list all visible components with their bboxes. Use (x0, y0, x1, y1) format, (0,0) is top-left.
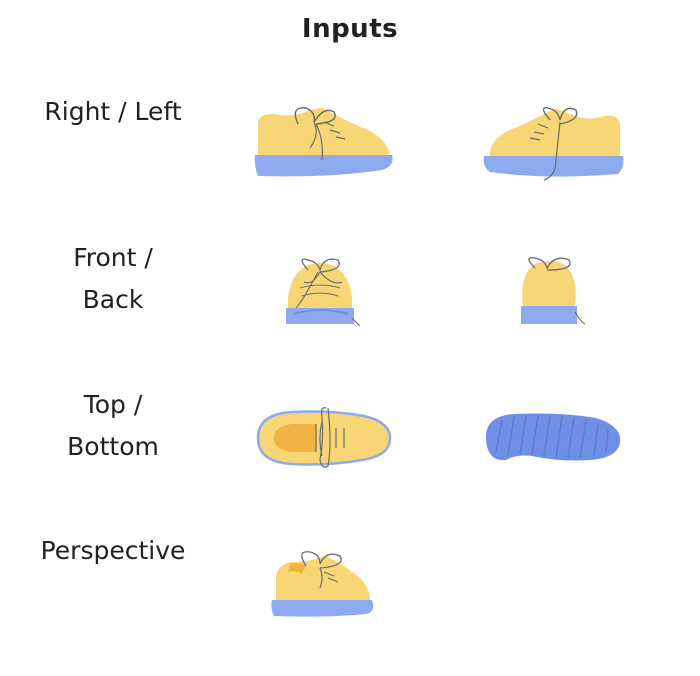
row-label-line: Bottom (67, 432, 159, 461)
shoe-left-icon (478, 100, 628, 185)
shoe-back-icon (515, 252, 595, 330)
row-label-perspective: Perspective (20, 530, 206, 572)
shoe-top-icon (252, 404, 397, 474)
row-label-line: Perspective (40, 536, 186, 565)
row-label-line: Front / (73, 243, 153, 272)
row-label-line: Right / (44, 97, 127, 126)
shoe-right-icon (250, 100, 400, 185)
page-title: Inputs (301, 14, 399, 44)
row-label-line: Top / (83, 390, 143, 419)
row-label-front-back: Front / Back (20, 237, 206, 321)
row-label-top-bottom: Top / Bottom (20, 384, 206, 468)
shoe-front-icon (282, 252, 362, 330)
shoe-perspective-icon (266, 548, 381, 623)
row-label-line: Left (134, 97, 182, 126)
row-label-right-left: Right / Left (20, 91, 206, 133)
row-label-line: Back (82, 285, 144, 314)
shoe-bottom-icon (480, 404, 625, 474)
